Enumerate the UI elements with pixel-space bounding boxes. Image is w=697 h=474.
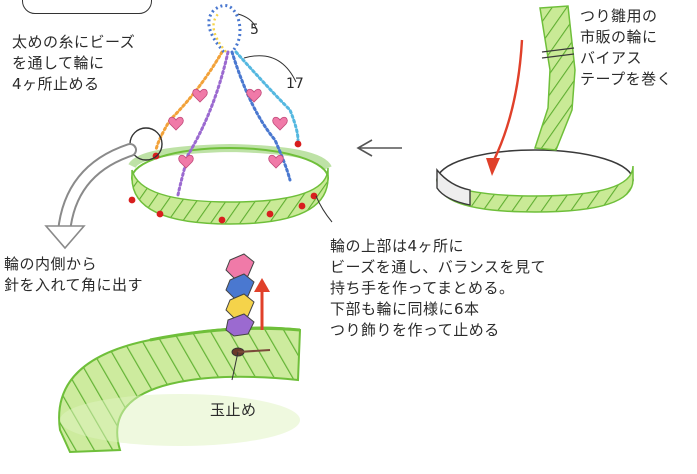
label-count-5: 5: [250, 22, 259, 38]
label-bias-tape: つり雛用の 市販の輪に バイアス テープを巻く: [580, 7, 673, 88]
closeup-illustration: [58, 253, 302, 454]
header-badge: [22, 0, 152, 14]
label-bead-strands: 太めの糸にビーズ を通して輪に 4ヶ所止める: [12, 33, 136, 93]
label-count-17: 17: [286, 76, 304, 92]
beaded-ring-illustration: [128, 4, 333, 225]
wrap-ring-illustration: [436, 5, 634, 213]
red-arrow-down-icon: [486, 158, 500, 176]
label-knot: 玉止め: [210, 401, 257, 419]
needle-knot-icon: [231, 347, 271, 381]
red-arrow-up-icon: [254, 278, 270, 292]
curved-arrow-left-icon: [44, 143, 137, 250]
label-needle-instruction: 輪の内側から 針を入れて角に出す: [4, 255, 144, 294]
label-assembly-instruction: 輪の上部は4ヶ所に ビーズを通し、バランスを見て 持ち手を作ってまとめる。 下部…: [330, 237, 546, 339]
arrow-left-icon: [356, 139, 402, 157]
